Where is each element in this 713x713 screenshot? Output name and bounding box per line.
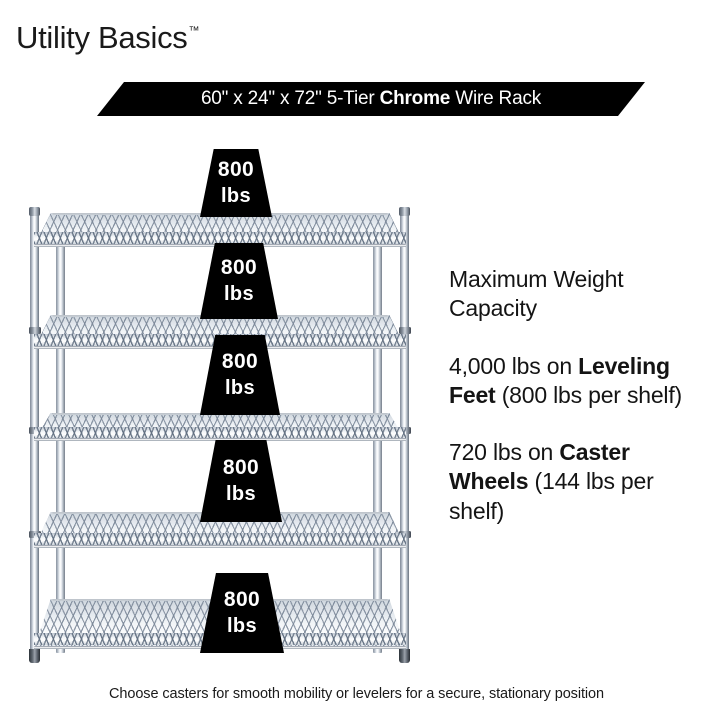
product-title-text: 60" x 24" x 72" 5-Tier Chrome Wire Rack [201, 88, 541, 111]
post-collar-left-1 [28, 327, 41, 334]
rack-post-back-right [373, 233, 382, 653]
capacity-heading: Maximum Weight Capacity [449, 265, 699, 324]
shelf-3-front-band [34, 427, 406, 439]
post-cap-left [29, 207, 40, 216]
caster-wheels-capacity: 720 lbs on Caster Wheels (144 lbs per sh… [449, 438, 699, 526]
shelf-3 [34, 413, 406, 441]
capacity-badge-2-unit: lbs [223, 283, 255, 306]
capacity-heading-line2: Capacity [449, 295, 537, 322]
product-title-banner: 60" x 24" x 72" 5-Tier Chrome Wire Rack [97, 82, 645, 116]
brand-title: Utility Basics™ [16, 20, 200, 56]
banner-suffix: Wire Rack [450, 87, 542, 109]
shelf-1-front-band [34, 232, 406, 244]
capacity-badge-4-unit: lbs [225, 483, 257, 506]
capacity-badge-2-value: 800 [220, 255, 258, 279]
caster-strong: Caster Wheels [449, 438, 630, 495]
leveling-feet-capacity: 4,000 lbs on Leveling Feet (800 lbs per … [449, 352, 699, 411]
brand-name: Utility Basics [16, 20, 188, 55]
capacity-copy: Maximum Weight Capacity 4,000 lbs on Lev… [449, 265, 699, 553]
capacity-badge-3-unit: lbs [224, 377, 256, 400]
rack-post-back-left [56, 233, 65, 653]
shelf-1 [34, 213, 406, 247]
capacity-badge-shelf-4: 800 lbs [200, 440, 282, 522]
footer-caption: Choose casters for smooth mobility or le… [109, 686, 604, 702]
shelf-3-front-rail [34, 438, 406, 441]
capacity-badge-shelf-3: 800 lbs [200, 335, 280, 415]
trademark-symbol: ™ [188, 25, 200, 37]
caster-tail: (144 lbs per shelf) [449, 468, 654, 524]
capacity-badge-1-unit: lbs [220, 185, 252, 208]
post-cap-right [399, 207, 410, 216]
rack-leveling-foot-right [399, 649, 410, 663]
caster-lead: 720 lbs on [449, 438, 560, 465]
capacity-badge-shelf-5: 800 lbs [200, 573, 284, 653]
capacity-badge-1-value: 800 [217, 157, 255, 181]
capacity-badge-shelf-2: 800 lbs [200, 243, 278, 319]
leveling-tail: (800 lbs per shelf) [495, 382, 682, 409]
banner-emphasis: Chrome [379, 87, 451, 109]
leveling-strong: Leveling Feet [449, 352, 670, 409]
post-collar-right-1 [398, 327, 411, 334]
shelf-4-front-rail [34, 545, 406, 548]
capacity-badge-5-unit: lbs [226, 615, 258, 638]
rack-leveling-foot-left [29, 649, 40, 663]
shelf-4-front-band [34, 533, 406, 545]
capacity-badge-3-value: 800 [221, 349, 259, 373]
leveling-lead: 4,000 lbs on [449, 352, 579, 379]
capacity-heading-line1: Maximum Weight [449, 266, 624, 292]
capacity-badge-5-value: 800 [223, 587, 261, 611]
capacity-badge-shelf-1: 800 lbs [200, 149, 272, 217]
capacity-badge-4-value: 800 [222, 455, 260, 479]
banner-prefix: 60" x 24" x 72" 5-Tier [200, 87, 380, 109]
